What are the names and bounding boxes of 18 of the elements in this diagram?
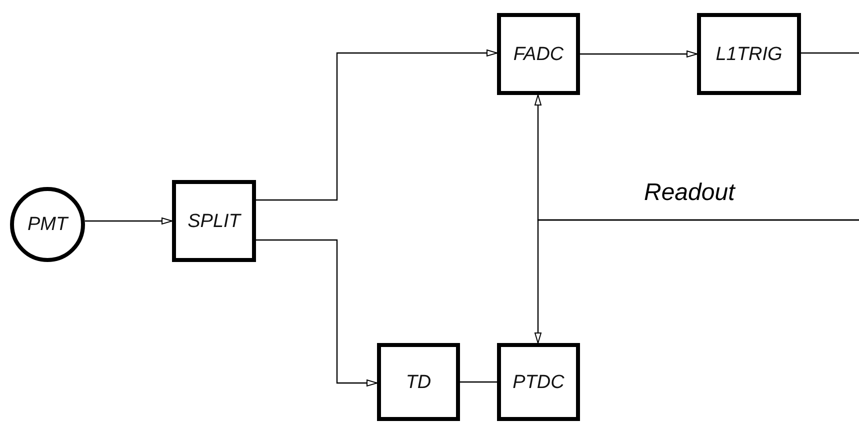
connector-line xyxy=(256,50,498,201)
node-label: L1TRIG xyxy=(716,44,782,64)
block-box xyxy=(497,343,580,421)
block-box xyxy=(172,180,256,262)
connector-line xyxy=(580,50,698,58)
node-label: PMT xyxy=(27,215,68,234)
connector-line xyxy=(256,239,378,386)
connector-line xyxy=(85,218,172,224)
block-box xyxy=(697,13,801,95)
connector-line xyxy=(534,219,859,344)
connector-line xyxy=(460,381,497,383)
node-label: FADC xyxy=(513,44,564,64)
block-box xyxy=(497,13,580,95)
node-label: SPLIT xyxy=(188,212,240,230)
connector-line xyxy=(801,52,859,54)
node-label: PTDC xyxy=(512,372,564,392)
node-label: TD xyxy=(406,372,432,392)
block-box xyxy=(377,343,460,421)
